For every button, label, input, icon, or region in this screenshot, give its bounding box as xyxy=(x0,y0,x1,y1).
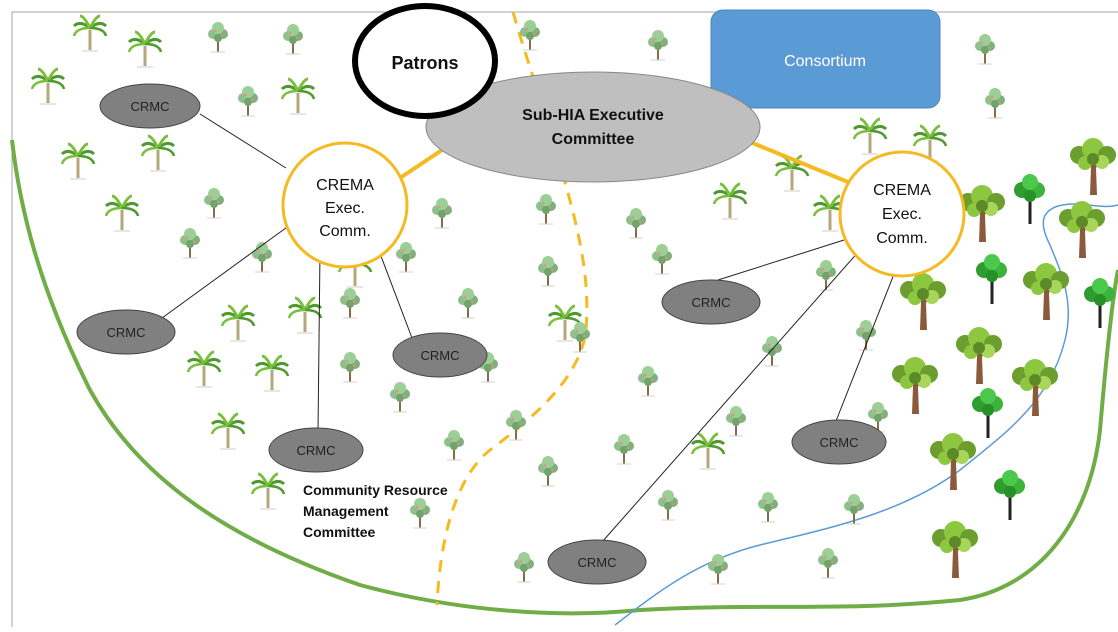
crmc-node: CRMC xyxy=(99,83,201,129)
crmc-label: CRMC xyxy=(692,295,731,310)
thick-connector-lines xyxy=(398,140,849,184)
crema-left-line1: CREMA xyxy=(316,177,374,194)
crema-left-line3: Comm. xyxy=(319,223,371,240)
crmc-label: CRMC xyxy=(820,435,859,450)
crmc-label: CRMC xyxy=(107,325,146,340)
crmc-node: CRMC xyxy=(392,332,488,378)
patrons-node: Patrons xyxy=(352,3,498,119)
crmc-label: CRMC xyxy=(297,443,336,458)
thin-connector-lines xyxy=(161,113,899,543)
consortium-node: Consortium xyxy=(710,9,941,109)
crema-right-node: CREMA Exec. Comm. xyxy=(838,150,966,278)
crmc-label: CRMC xyxy=(131,99,170,114)
subhia-label-line1: Sub-HIA Executive xyxy=(522,107,664,124)
crmc-node: CRMC xyxy=(268,427,364,473)
consortium-label: Consortium xyxy=(784,53,866,70)
legend-line1: Community Resource xyxy=(303,482,448,498)
crmc-label: CRMC xyxy=(578,555,617,570)
crmc-node: CRMC xyxy=(76,309,176,355)
river-line xyxy=(614,203,1118,626)
legend-line3: Committee xyxy=(303,524,376,540)
legend-line2: Management xyxy=(303,503,389,519)
crmc-label: CRMC xyxy=(421,348,460,363)
patrons-label: Patrons xyxy=(391,53,458,73)
crema-right-line3: Comm. xyxy=(876,230,928,247)
crmc-legend-text: Community Resource Management Committee xyxy=(303,482,448,540)
crmc-node: CRMC xyxy=(661,279,761,325)
subhia-executive-node: Sub-HIA Executive Committee xyxy=(425,71,761,183)
crema-left-line2: Exec. xyxy=(325,200,365,217)
area-boundary-line xyxy=(10,139,1118,616)
crema-right-line1: CREMA xyxy=(873,182,931,199)
crema-right-line2: Exec. xyxy=(882,206,922,223)
crmc-node: CRMC xyxy=(791,419,887,465)
crema-left-node: CREMA Exec. Comm. xyxy=(281,141,409,269)
crmc-node: CRMC xyxy=(547,539,647,585)
subhia-label-line2: Committee xyxy=(552,131,635,148)
